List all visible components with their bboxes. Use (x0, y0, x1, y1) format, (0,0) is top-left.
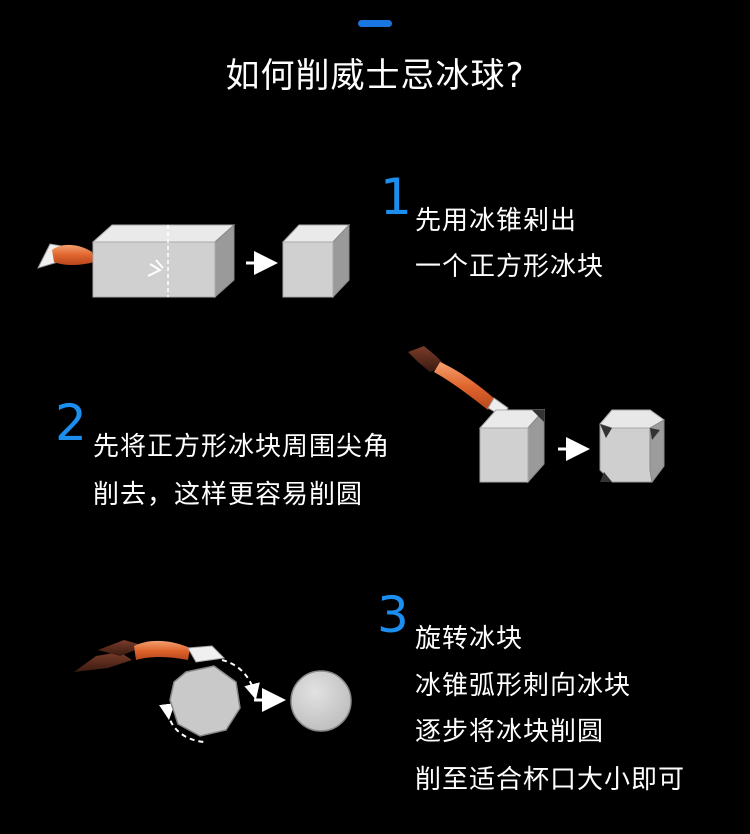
ice-cube-icon (599, 409, 665, 484)
ice-cube-icon (478, 408, 546, 484)
step-1-line-2: 一个正方形冰块 (415, 252, 605, 282)
step-3-line-1: 旋转冰块 (415, 624, 524, 654)
ice-cube-icon (281, 223, 351, 299)
step-2-number: 2 (55, 394, 87, 452)
ice-ball-icon (290, 670, 352, 732)
step-1-line-1: 先用冰锥剁出 (415, 206, 578, 236)
step-1-number: 1 (380, 168, 412, 226)
ice-block-icon (169, 665, 241, 737)
step-2-line-2: 削去，这样更容易削圆 (93, 480, 364, 510)
step-2-line-1: 先将正方形冰块周围尖角 (93, 432, 391, 462)
step-3-line-3: 逐步将冰块削圆 (415, 717, 605, 747)
step-3-number: 3 (377, 586, 409, 644)
ice-pick-icon (74, 640, 226, 672)
page-title: 如何削威士忌冰球? (225, 56, 525, 96)
ice-block-icon (91, 223, 236, 299)
accent-bar (358, 20, 392, 27)
step-3-line-2: 冰锥弧形刺向冰块 (415, 671, 632, 701)
step-3-line-4: 削至适合杯口大小即可 (415, 765, 686, 795)
rotate-arrow-icon (159, 659, 260, 743)
